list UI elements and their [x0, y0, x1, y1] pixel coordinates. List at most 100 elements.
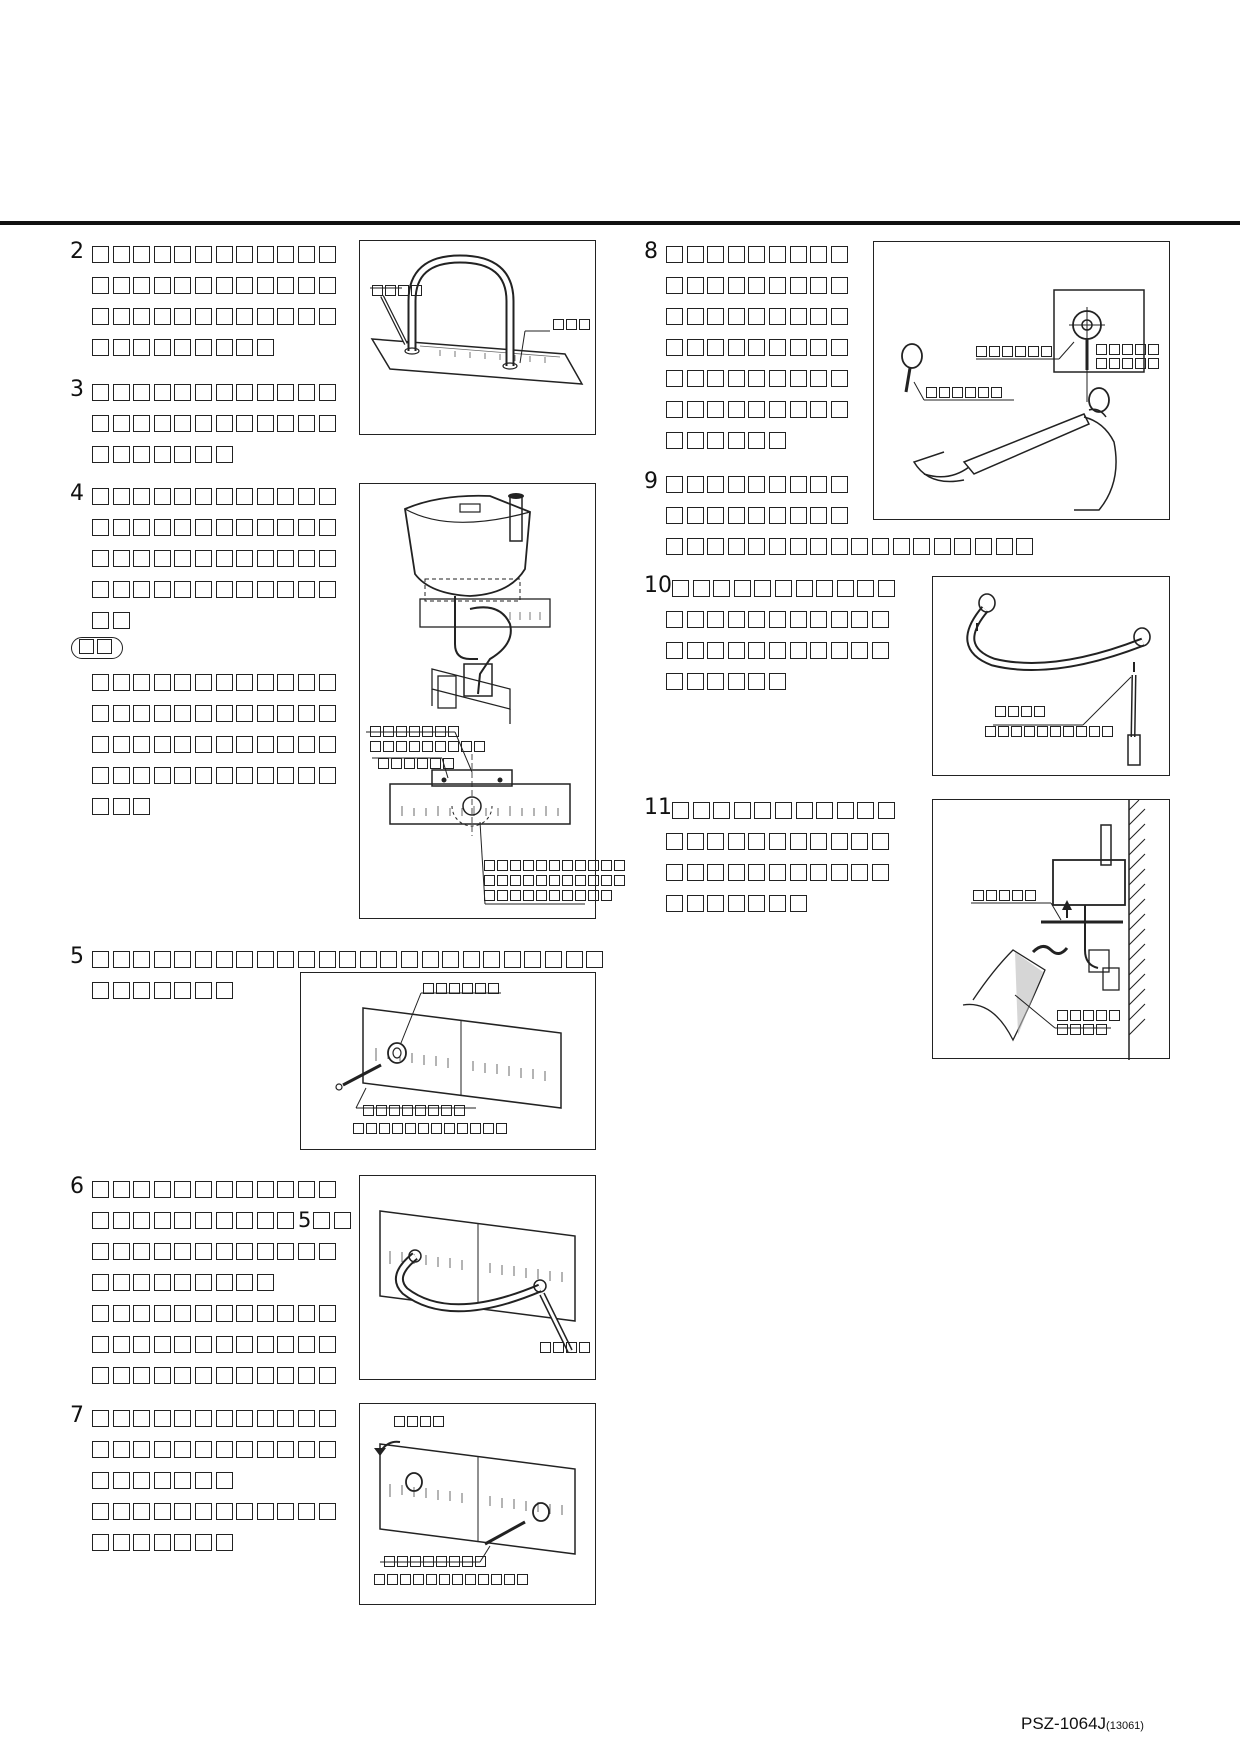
glyph-box — [768, 339, 786, 356]
glyph-box — [727, 673, 745, 690]
glyph-box — [851, 642, 869, 659]
glyph-box — [92, 1336, 109, 1353]
glyph-box — [409, 726, 420, 737]
glyph-box — [748, 370, 766, 387]
glyph-box — [991, 387, 1002, 398]
step-text-line — [666, 888, 810, 919]
glyph-box — [448, 726, 459, 737]
glyph-box — [497, 860, 508, 871]
glyph-box — [707, 370, 725, 387]
glyph-box — [666, 401, 683, 418]
glyph-box — [256, 767, 274, 784]
glyph-box — [112, 674, 130, 691]
step-text-line — [92, 270, 339, 301]
glyph-box — [707, 339, 725, 356]
glyph-box — [236, 736, 254, 753]
glyph-box — [536, 860, 547, 871]
glyph-box — [174, 339, 192, 356]
glyph-box — [378, 758, 389, 769]
glyph-box — [454, 1105, 465, 1116]
glyph-box — [256, 1181, 274, 1198]
figure-step-10-fix-screw — [932, 576, 1170, 776]
glyph-box — [153, 339, 171, 356]
glyph-box — [877, 802, 895, 819]
glyph-box — [727, 642, 745, 659]
glyph-box — [686, 538, 704, 555]
glyph-box — [768, 277, 786, 294]
glyph-box — [277, 1243, 295, 1260]
glyph-box — [707, 476, 725, 493]
glyph-box — [215, 1534, 233, 1551]
glyph-box — [768, 507, 786, 524]
glyph-box — [256, 581, 274, 598]
glyph-box — [707, 401, 725, 418]
glyph-box — [586, 951, 604, 968]
glyph-box — [1016, 538, 1034, 555]
glyph-box — [256, 488, 274, 505]
glyph-box — [174, 1410, 192, 1427]
glyph-box — [857, 580, 875, 597]
step-number: 9 — [644, 469, 658, 494]
glyph-box — [92, 1243, 109, 1260]
glyph-box — [277, 1503, 295, 1520]
glyph-box — [174, 982, 192, 999]
glyph-box — [553, 319, 564, 330]
glyph-box — [313, 1212, 331, 1229]
glyph-box — [153, 488, 171, 505]
glyph-box — [707, 673, 725, 690]
glyph-box — [215, 1336, 233, 1353]
glyph-box — [566, 319, 577, 330]
glyph-box — [707, 308, 725, 325]
glyph-box — [236, 339, 254, 356]
glyph-box — [153, 1367, 171, 1384]
glyph-box — [112, 1367, 130, 1384]
glyph-box — [153, 1534, 171, 1551]
glyph-box — [517, 1574, 528, 1585]
step-number: 10 — [644, 573, 672, 598]
glyph-box — [686, 308, 704, 325]
glyph-box — [318, 951, 336, 968]
glyph-box — [174, 446, 192, 463]
glyph-box — [236, 581, 254, 598]
glyph-box — [789, 895, 807, 912]
figure-step-7-remove-template — [359, 1403, 596, 1605]
step-number: 4 — [70, 481, 84, 506]
glyph-box — [174, 277, 192, 294]
glyph-box — [666, 538, 683, 555]
glyph-box — [666, 370, 683, 387]
glyph-box — [133, 674, 151, 691]
glyph-box — [830, 277, 848, 294]
glyph-box — [435, 741, 446, 752]
glyph-box — [510, 890, 521, 901]
step-text-line — [666, 394, 851, 425]
glyph-box — [396, 726, 407, 737]
glyph-box — [297, 1410, 315, 1427]
glyph-box — [215, 1243, 233, 1260]
glyph-box — [133, 446, 151, 463]
callout-mounting-note — [370, 726, 461, 740]
glyph-box — [686, 246, 704, 263]
glyph-box — [989, 346, 1000, 357]
glyph-box — [297, 581, 315, 598]
glyph-box — [851, 864, 869, 881]
glyph-box — [995, 706, 1006, 717]
glyph-box — [215, 705, 233, 722]
glyph-box — [836, 802, 854, 819]
glyph-box — [380, 951, 398, 968]
glyph-box — [194, 1212, 212, 1229]
glyph-box — [488, 983, 499, 994]
glyph-box — [215, 982, 233, 999]
glyph-box — [256, 1503, 274, 1520]
glyph-box — [588, 860, 599, 871]
glyph-box — [92, 1212, 109, 1229]
glyph-box — [999, 890, 1010, 901]
glyph-box — [194, 951, 212, 968]
glyph-box — [256, 550, 274, 567]
glyph-box — [133, 1472, 151, 1489]
glyph-box — [985, 726, 996, 737]
glyph-box — [1015, 346, 1026, 357]
glyph-box — [174, 1534, 192, 1551]
glyph-box — [194, 1472, 212, 1489]
glyph-box — [795, 580, 813, 597]
glyph-box — [448, 741, 459, 752]
